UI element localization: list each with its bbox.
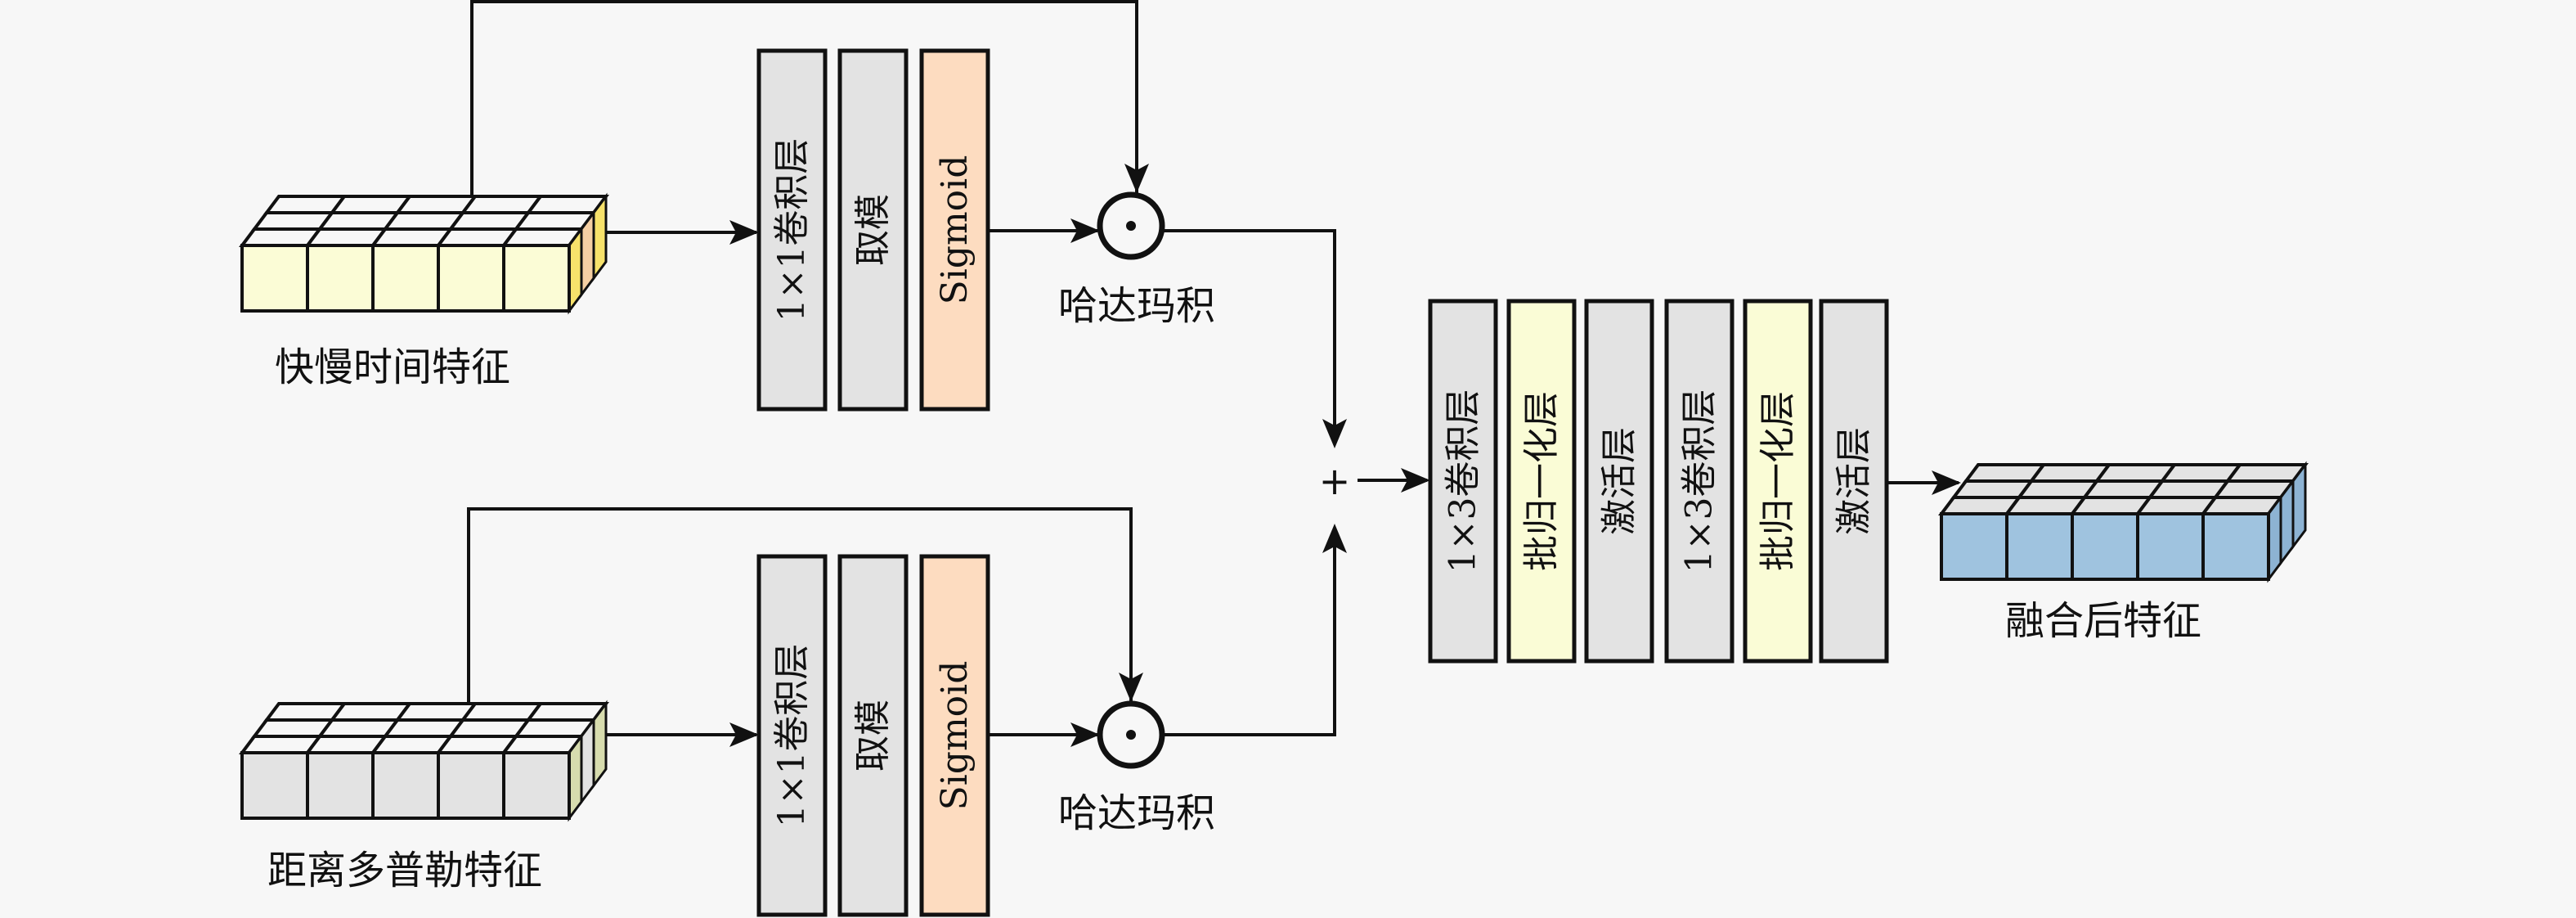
arrow-head-icon xyxy=(1932,470,1961,495)
cube-front-cell xyxy=(2071,512,2139,581)
fusion-block-3: 1×3卷积层 xyxy=(1664,299,1735,664)
feature-cubes xyxy=(239,192,2309,822)
arrow-head-icon xyxy=(1401,468,1430,493)
bottom-block-1: 取模 xyxy=(837,554,909,917)
cube-side-slice xyxy=(2291,461,2307,551)
top-block-2-label: Sigmoid xyxy=(934,155,976,305)
cube-front-cell xyxy=(2005,512,2074,581)
top-block-0-box xyxy=(756,48,828,412)
hadamard-label-top: 哈达玛积 xyxy=(1058,283,1215,329)
top-block-2: Sigmoid xyxy=(919,48,990,412)
cube-side-slice xyxy=(580,209,595,299)
fusion-block-4: 批归一化层 xyxy=(1743,299,1813,664)
layer-blocks: 1×1卷积层1×1卷积层取模取模SigmoidSigmoid1×3卷积层批归一化… xyxy=(756,48,1889,917)
cube-front-cell xyxy=(371,244,440,313)
bottom-block-0-label: 1×1卷积层 xyxy=(771,644,813,828)
cube-side-slice xyxy=(592,192,608,282)
fusion-block-0-label: 1×3卷积层 xyxy=(1443,389,1484,574)
cube-front-cell xyxy=(1940,512,2008,581)
cube-front-cell xyxy=(437,751,505,820)
cube-front-cell xyxy=(371,751,440,820)
operators xyxy=(1097,191,1165,769)
cube-front-cell xyxy=(502,751,571,820)
arrow-head-icon xyxy=(729,722,759,747)
fusion-block-3-label: 1×3卷积层 xyxy=(1679,389,1721,574)
bottom-block-2-label: Sigmoid xyxy=(934,661,976,811)
fusion-block-5-box xyxy=(1819,299,1889,664)
bottom-block-0-box xyxy=(756,554,828,917)
cube-side-slice xyxy=(2267,493,2282,583)
top-block-0-label: 1×1卷积层 xyxy=(771,138,813,322)
cube-front-cell xyxy=(502,244,571,313)
input-cube-top xyxy=(239,192,609,315)
cube-front-cell xyxy=(2136,512,2205,581)
top-block-1: 取模 xyxy=(837,48,909,412)
hadamard-label-bottom: 哈达玛积 xyxy=(1058,790,1215,836)
fusion-block-5: 激活层 xyxy=(1819,299,1889,664)
arrow-head-icon xyxy=(1322,524,1347,553)
wire-top-skip xyxy=(470,0,1138,196)
cube-front-cell xyxy=(240,751,309,820)
wire-bottom-product-to-sum xyxy=(1164,532,1336,736)
arrow-head-icon xyxy=(1119,673,1143,702)
fusion-block-2-box xyxy=(1584,299,1654,664)
hadamard-dot-icon xyxy=(1126,221,1136,231)
top-block-1-box xyxy=(837,48,909,412)
cube-front-cell xyxy=(240,244,309,313)
cube-side-slice xyxy=(2279,477,2295,567)
bottom-block-1-box xyxy=(837,554,909,917)
fusion-block-1-box xyxy=(1506,299,1577,664)
fusion-block-4-box xyxy=(1743,299,1813,664)
top-block-1-label: 取模 xyxy=(852,194,894,266)
bottom-block-2-box xyxy=(919,554,990,917)
fusion-block-4-label: 批归一化层 xyxy=(1757,391,1799,571)
hadamard-op-bottom xyxy=(1097,700,1165,769)
sum-symbol: + xyxy=(1319,459,1351,503)
cube-front-cell xyxy=(306,244,375,313)
hadamard-dot-icon xyxy=(1126,730,1136,740)
fusion-block-1-label: 批归一化层 xyxy=(1521,391,1563,571)
output-cube xyxy=(1938,461,2309,583)
output-label: 融合后特征 xyxy=(2005,598,2201,644)
fusion-block-0-box xyxy=(1428,299,1498,664)
cube-side-slice xyxy=(592,700,608,790)
arrow-head-icon xyxy=(729,220,759,245)
arrow-head-icon xyxy=(1322,419,1347,448)
arrow-head-icon xyxy=(1070,218,1100,243)
hadamard-op-top xyxy=(1097,191,1165,260)
input-label-bottom: 距离多普勒特征 xyxy=(267,848,542,893)
fusion-block-0: 1×3卷积层 xyxy=(1428,299,1498,664)
bottom-block-2: Sigmoid xyxy=(919,554,990,917)
cube-front-cell xyxy=(306,751,375,820)
bottom-block-1-label: 取模 xyxy=(852,700,894,772)
input-label-top: 快慢时间特征 xyxy=(275,344,510,390)
fusion-block-2-label: 激活层 xyxy=(1599,427,1640,535)
input-cube-bottom xyxy=(239,700,609,822)
wire-top-product-to-sum xyxy=(1164,229,1336,442)
fusion-block-1: 批归一化层 xyxy=(1506,299,1577,664)
fusion-block-3-box xyxy=(1664,299,1735,664)
fusion-block-2: 激活层 xyxy=(1584,299,1654,664)
cube-front-cell xyxy=(2201,512,2270,581)
wire-bottom-skip xyxy=(467,507,1133,720)
fusion-block-5-label: 激活层 xyxy=(1833,427,1875,535)
cube-side-slice xyxy=(568,732,583,822)
cube-side-slice xyxy=(580,716,595,806)
connection-lines xyxy=(467,0,1961,747)
arrow-head-icon xyxy=(1124,164,1149,193)
bottom-block-0: 1×1卷积层 xyxy=(756,554,828,917)
cube-side-slice xyxy=(568,225,583,315)
cube-front-cell xyxy=(437,244,505,313)
top-block-2-box xyxy=(919,48,990,412)
arrow-head-icon xyxy=(1070,722,1100,747)
top-block-0: 1×1卷积层 xyxy=(756,48,828,412)
